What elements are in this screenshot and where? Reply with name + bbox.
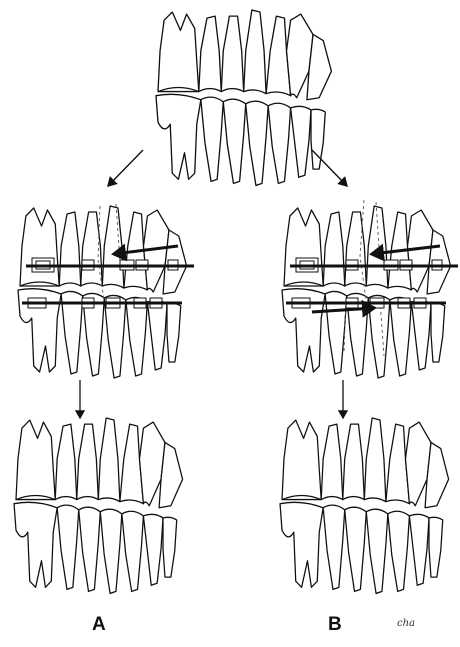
artist-signature: cha [397, 618, 415, 629]
treatment-b-dentition [282, 200, 458, 378]
panel-label-b: B [328, 614, 342, 636]
result-b-dentition [280, 418, 449, 593]
initial-dentition [156, 10, 331, 185]
panel-label-a: A [92, 614, 106, 636]
arrow-to-a [108, 150, 143, 186]
treatment-a-dentition [18, 204, 194, 378]
result-a-dentition [14, 418, 183, 593]
